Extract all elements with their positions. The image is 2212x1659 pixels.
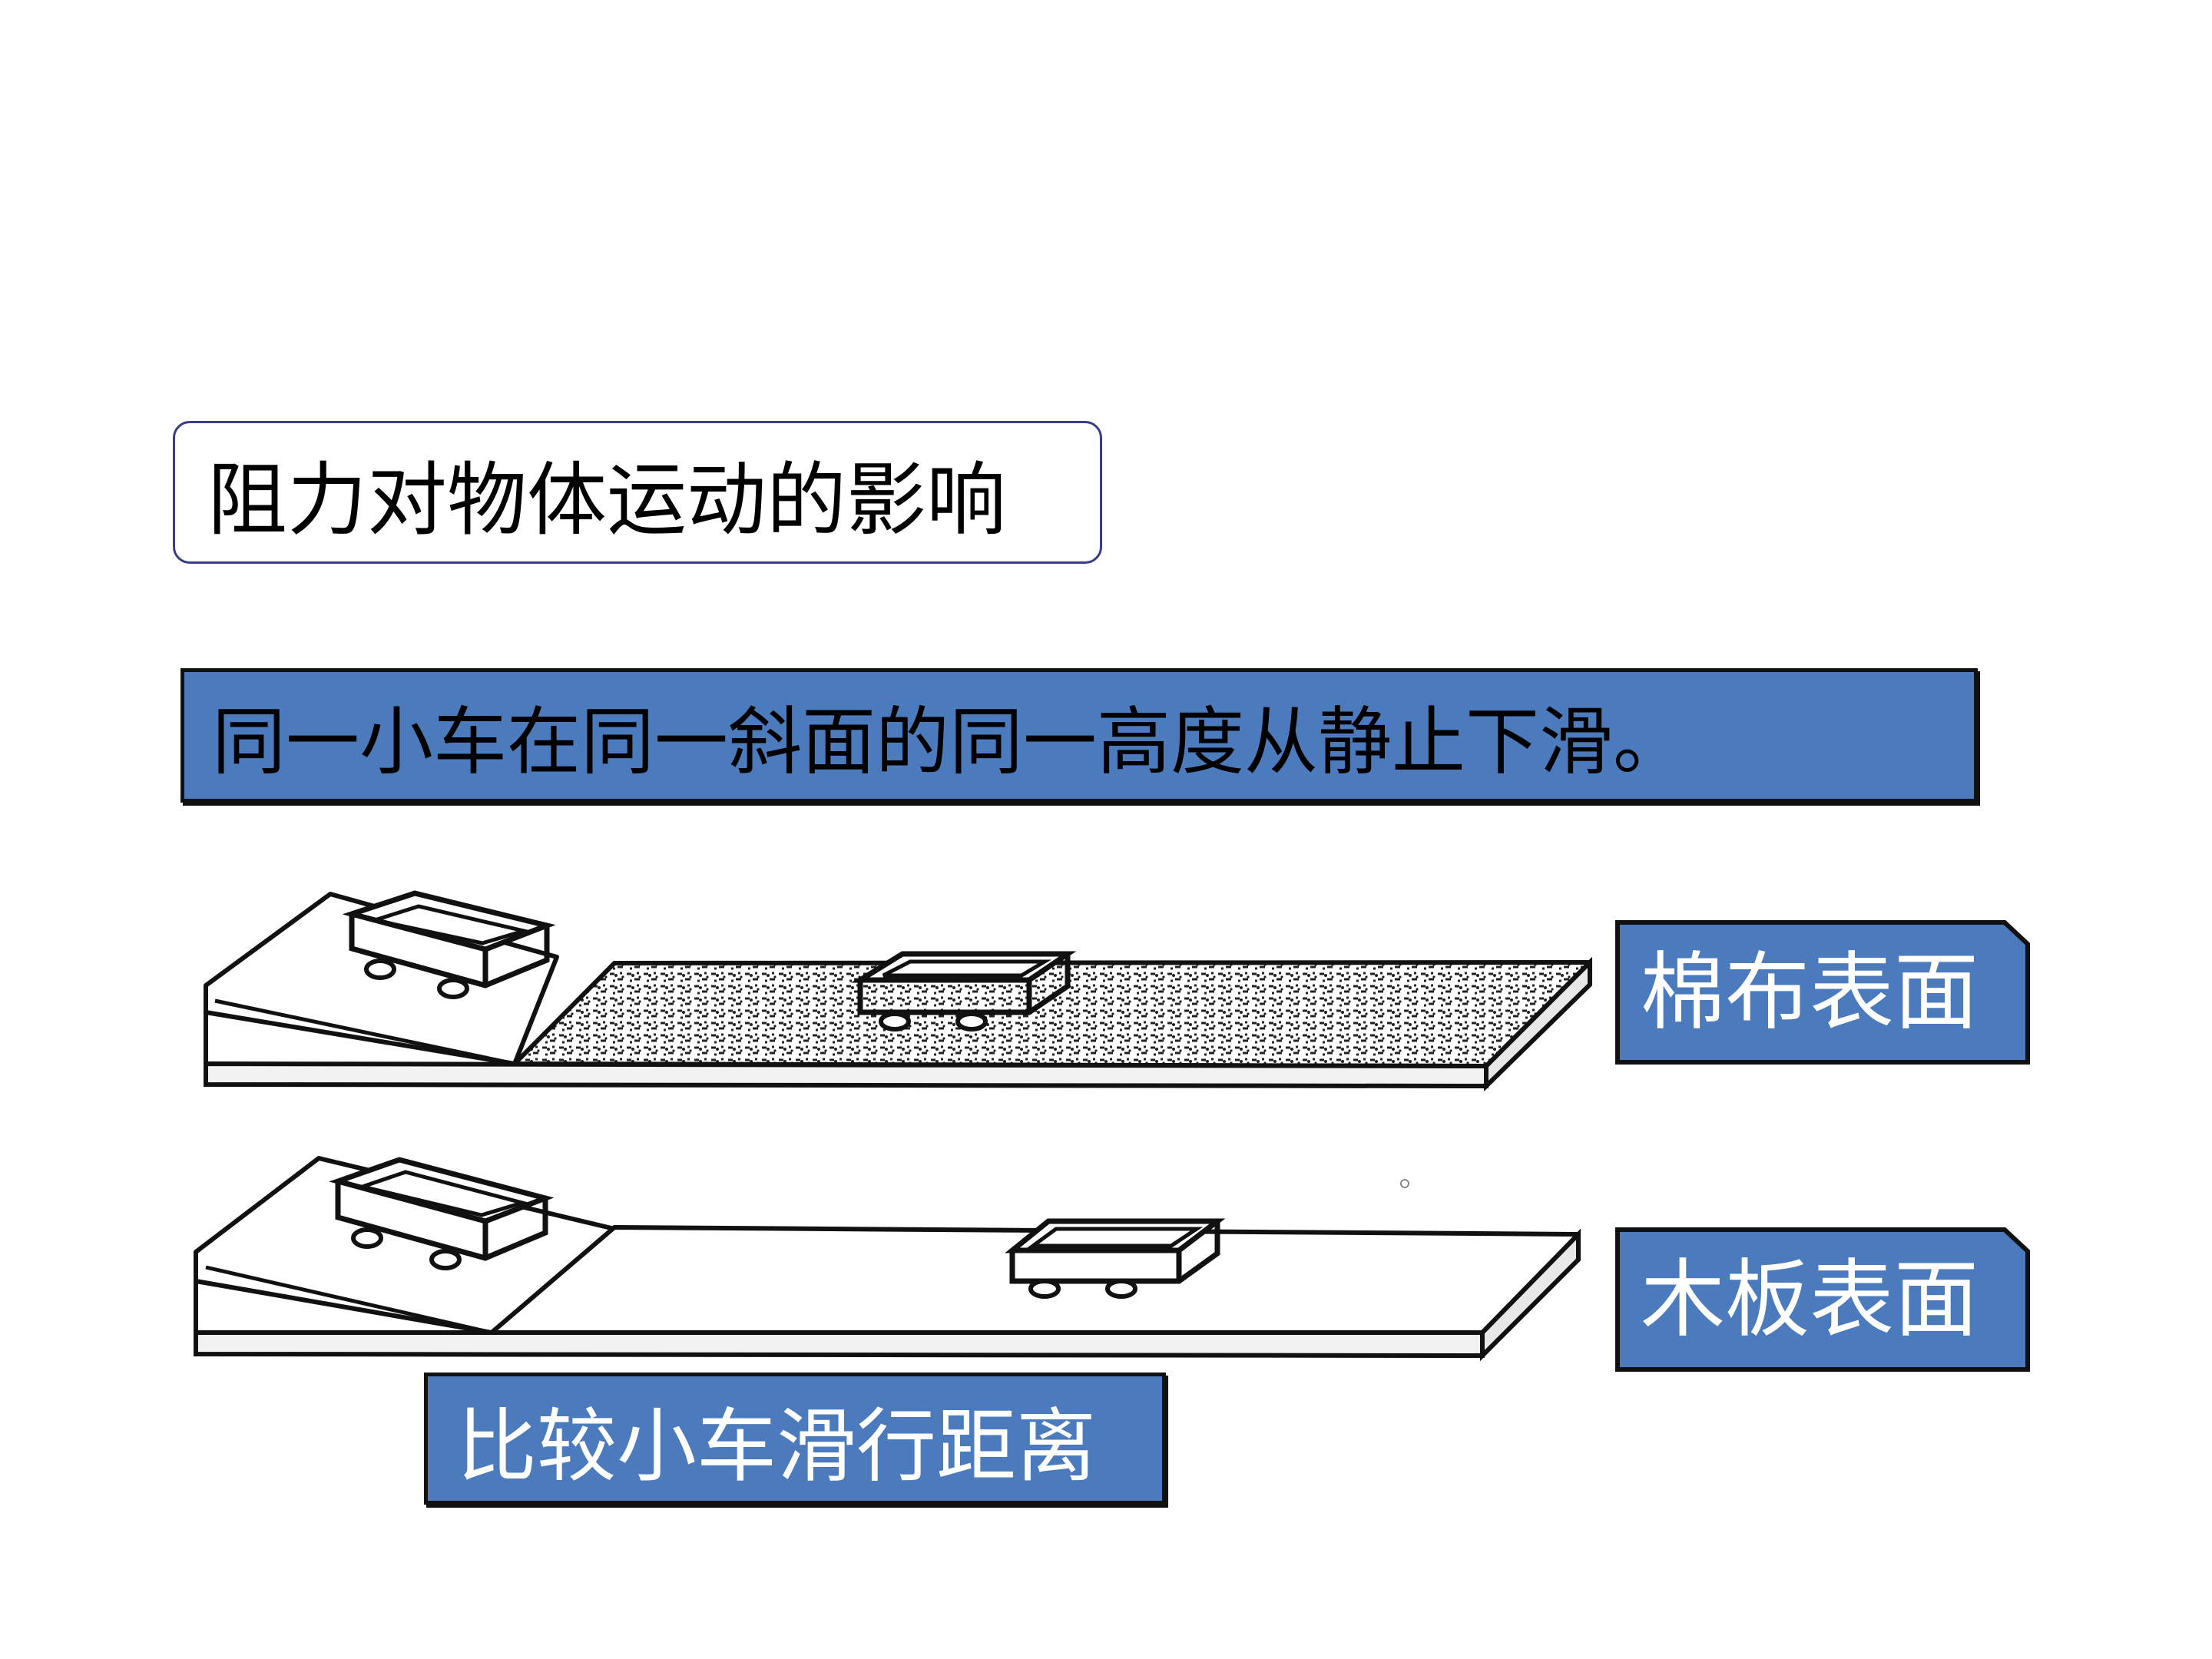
wood-surface-text: 木板表面: [1641, 1250, 1979, 1349]
cart-top-on-incline: [342, 890, 556, 999]
label-shape-cotton: [1615, 920, 2030, 1065]
page-title: 阻力对物体运动的影响: [173, 421, 1102, 564]
compare-distance-label: 比较小车滑行距离: [424, 1373, 1166, 1505]
cart-bottom-on-incline: [329, 1157, 555, 1270]
cotton-surface-label: 棉布表面: [1614, 919, 2031, 1065]
wood-surface-label: 木板表面: [1614, 1227, 2031, 1373]
stray-dot: [1400, 1179, 1409, 1188]
experiment-condition-label: 同一小车在同一斜面的同一高度从静止下滑。: [180, 668, 1978, 803]
label-shape-wood: [1615, 1227, 2030, 1372]
cotton-surface-text: 棉布表面: [1641, 943, 1979, 1041]
cart-top-on-cloth: [850, 951, 1077, 1031]
cart-bottom-on-wood: [1005, 1218, 1226, 1299]
